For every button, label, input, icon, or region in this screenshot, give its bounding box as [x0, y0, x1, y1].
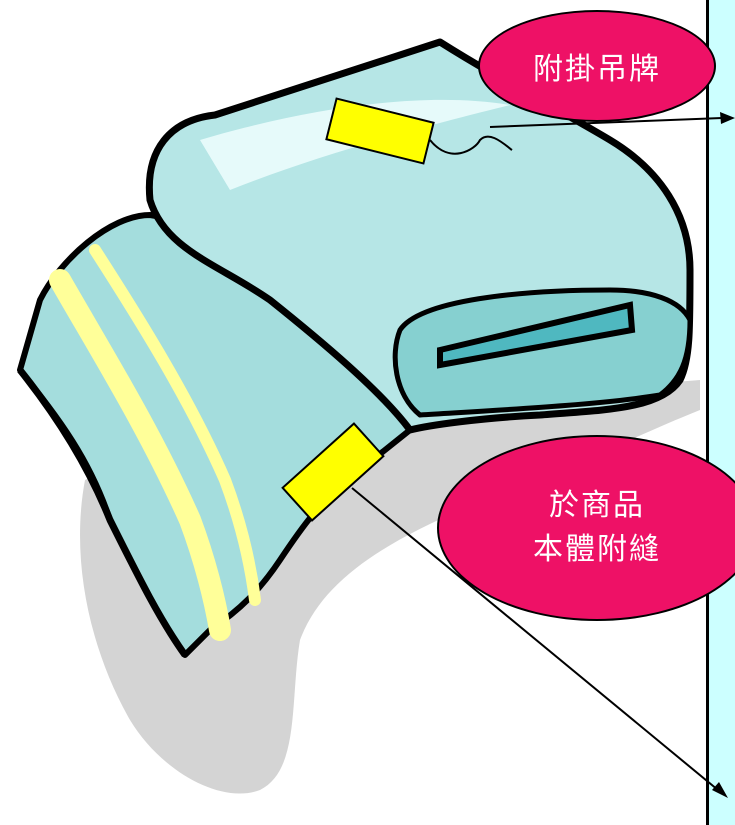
sewn-label-callout: 於商品 本體附縫: [437, 435, 735, 621]
sewn-label-arrowhead: [712, 782, 728, 798]
hang-tag-shape: [325, 97, 435, 165]
towel-stripe-1: [49, 269, 231, 641]
sewn-label-shape: [281, 422, 385, 522]
lower-towel-edge: [17, 367, 188, 658]
hang-tag-callout-text: 附掛吊牌: [533, 52, 661, 87]
hang-tag-callout: 附掛吊牌: [478, 10, 716, 122]
side-panel: [706, 0, 735, 825]
hang-tag-string: [429, 135, 513, 155]
sewn-label-callout-line-1: 於商品: [549, 488, 645, 523]
upper-towel-slot: [437, 301, 636, 369]
hang-tag-pointer: [489, 117, 723, 128]
sewn-label-callout-line-2: 本體附縫: [533, 532, 661, 567]
sewn-label-pointer: [351, 487, 719, 791]
towel-stripe-2: [89, 244, 261, 606]
hang-tag-arrowhead: [720, 112, 735, 124]
